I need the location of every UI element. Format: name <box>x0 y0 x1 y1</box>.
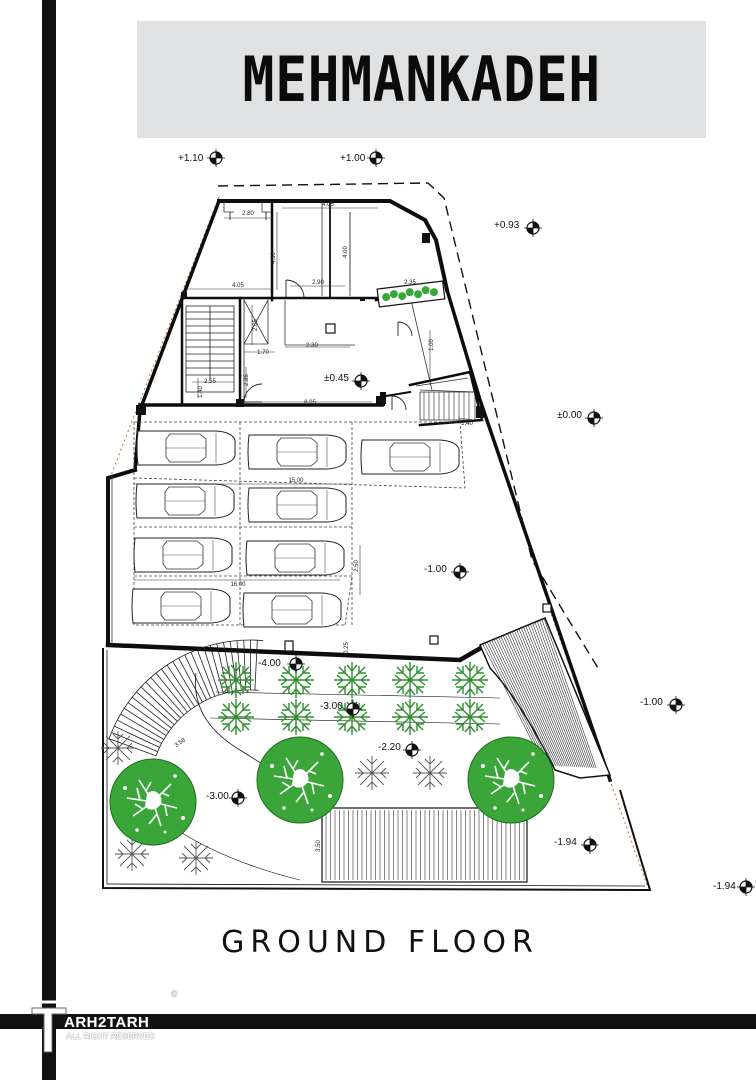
level-label-12: -1.94 <box>554 837 577 848</box>
level-marker-1 <box>206 148 226 168</box>
dim-label-3: 4.30 <box>271 252 277 264</box>
dim-label-1: 2.80 <box>242 211 254 217</box>
dim-label-16: 1.40 <box>461 421 473 427</box>
dim-label-7: 2.35 <box>404 280 416 286</box>
level-label-7: -1.00 <box>640 697 663 708</box>
dim-label-5: 4.05 <box>232 283 244 289</box>
dim-label-15: 8.05 <box>304 400 316 406</box>
small-stairs <box>419 391 476 421</box>
logo-name: ARH2TARH <box>64 1014 150 1031</box>
dim-label-9: 1.70 <box>257 350 269 356</box>
dim-label-21: 3.58 <box>174 737 188 749</box>
floor-label: GROUND FLOOR <box>221 925 539 960</box>
dim-label-19: 2.50 <box>354 560 360 572</box>
level-marker-13 <box>736 877 756 897</box>
level-label-2: +1.00 <box>340 153 366 164</box>
level-marker-12 <box>580 835 600 855</box>
dim-label-8: 2.05 <box>253 319 259 331</box>
left-frame-bar <box>42 0 56 1080</box>
parking-grid <box>133 421 466 626</box>
logo-mark-icon <box>31 1000 67 1053</box>
dim-label-22: 3.50 <box>316 840 322 852</box>
level-label-13: -1.94 <box>713 881 736 892</box>
dim-label-2: 4.05 <box>322 202 334 208</box>
level-label-4: ±0.45 <box>324 373 349 384</box>
wall-columns <box>136 233 484 418</box>
title-banner: MEHMANKADEH <box>137 21 706 138</box>
level-label-3: +0.93 <box>494 220 520 231</box>
right-ramp-hatch <box>482 618 597 769</box>
page-title: MEHMANKADEH <box>242 43 601 116</box>
courtyard-outline <box>102 648 652 892</box>
dim-label-10: 2.30 <box>306 343 318 349</box>
planter-greens <box>382 286 438 302</box>
level-markers: +1.10 +1.00 +0.93 ±0.45 ±0.00 -1.00 -1.0… <box>178 148 756 897</box>
dim-label-12: 2.55 <box>204 379 216 385</box>
level-marker-5 <box>584 408 604 428</box>
dim-label-6: 2.90 <box>312 280 324 286</box>
level-marker-11 <box>228 788 248 808</box>
outline-columns <box>284 323 552 652</box>
level-label-6: -1.00 <box>424 564 447 575</box>
hatched-deck-lines <box>325 810 525 880</box>
curved-ramp <box>108 639 264 757</box>
bottom-frame-bar <box>0 1014 756 1029</box>
level-label-1: +1.10 <box>178 153 204 164</box>
dimension-labels: 2.80 4.05 4.30 4.00 4.05 2.90 2.35 2.05 … <box>174 202 474 852</box>
dim-label-11: 1.00 <box>429 339 435 351</box>
level-label-9: -3.00 <box>320 701 343 712</box>
building-walls <box>105 198 613 783</box>
dim-label-18: 16.00 <box>230 582 246 588</box>
dim-label-17: 15.00 <box>288 478 304 484</box>
level-marker-7 <box>666 695 686 715</box>
parked-cars <box>131 430 460 628</box>
setback-line-north <box>109 196 220 479</box>
dim-label-14: 2.85 <box>244 374 250 386</box>
level-marker-6 <box>450 562 470 582</box>
inner-lines <box>111 201 476 645</box>
level-label-10: -2.20 <box>378 742 401 753</box>
copyright-mark: © <box>171 989 178 999</box>
property-line <box>217 182 599 669</box>
level-marker-10 <box>402 740 422 760</box>
hatched-deck <box>321 807 528 883</box>
level-marker-4 <box>351 371 371 391</box>
watermark-logo: © ARH2TARH ALL RIGHT RESERVED <box>28 989 188 1058</box>
door-swings <box>229 212 413 411</box>
logo-rights: ALL RIGHT RESERVED <box>66 1032 155 1041</box>
dim-label-13: 1.40 <box>198 386 204 398</box>
dim-label-20: 0.25 <box>344 642 350 654</box>
level-label-11: -3.00 <box>206 791 229 802</box>
small-stair-treads <box>423 392 470 420</box>
dimension-lines <box>134 207 476 595</box>
stair-treads <box>186 311 234 376</box>
level-label-8: -4.00 <box>258 658 281 669</box>
level-marker-3 <box>523 218 543 238</box>
level-marker-2 <box>366 148 386 168</box>
level-marker-8 <box>286 654 306 674</box>
level-label-5: ±0.00 <box>557 410 582 421</box>
dim-label-4: 4.00 <box>343 246 349 258</box>
